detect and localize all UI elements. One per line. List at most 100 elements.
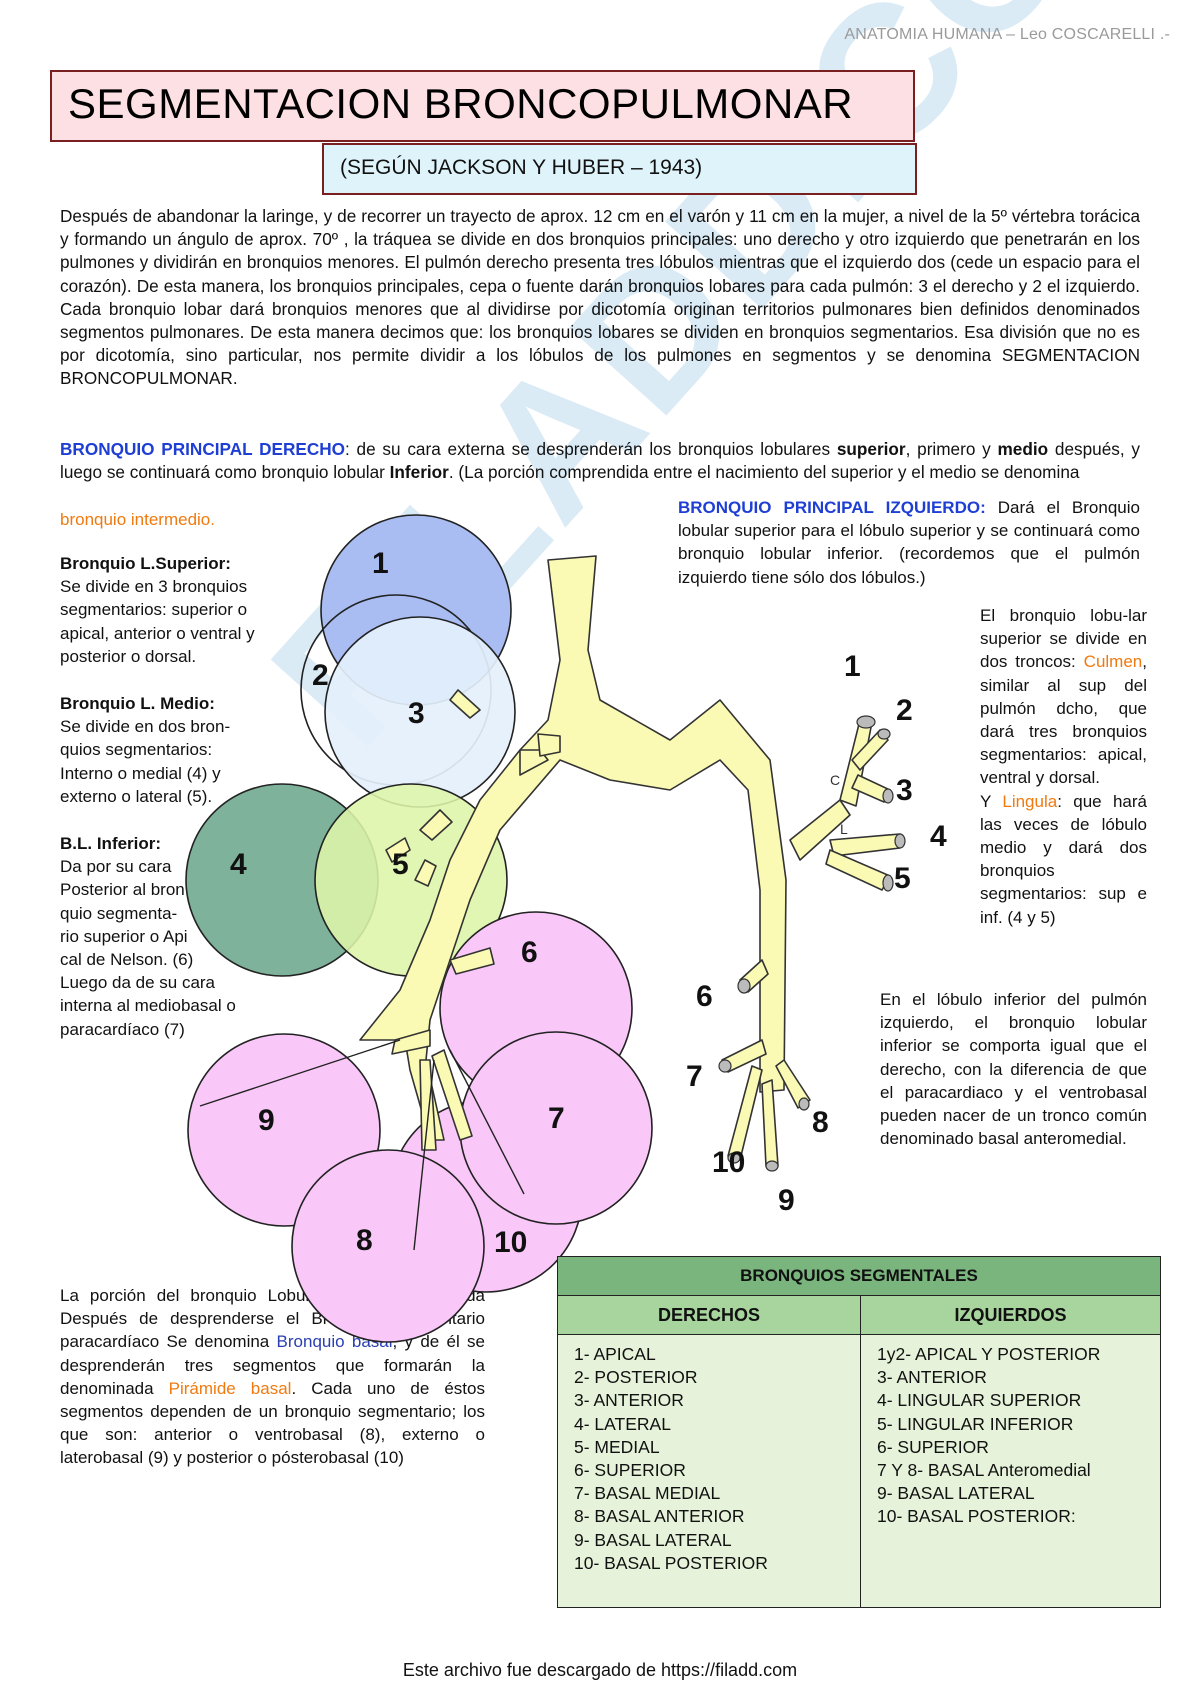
trachea-and-main-bronchi: [359, 555, 787, 1141]
leader-line: [199, 1039, 401, 1107]
leader-lines: [199, 1039, 525, 1251]
culmen-lingula-note: El bronquio lobu-lar superior se divide …: [980, 604, 1147, 929]
segment-bronchus-3: [449, 689, 481, 719]
segment-bronchus-6: [449, 947, 495, 975]
text-fragment: , primero y: [905, 439, 998, 459]
segment-label: 6: [521, 936, 538, 969]
list-item: 3- ANTERIOR: [877, 1367, 987, 1388]
segment-label: 5: [894, 862, 911, 895]
list-item: 7- BASAL MEDIAL: [574, 1483, 721, 1504]
bold-inferior: Inferior: [389, 462, 449, 483]
leader-line: [449, 1049, 525, 1195]
segment-bronchus-4: [385, 837, 411, 863]
bronchus-tips: [718, 715, 906, 1172]
left-segment-bronchus-9: [761, 1079, 779, 1167]
segment-label: 1: [372, 547, 389, 580]
list-item: 6- SUPERIOR: [574, 1460, 686, 1481]
column-header-left: IZQUIERDOS: [860, 1295, 1161, 1335]
page-footer[interactable]: Este archivo fue descargado de https://f…: [402, 1660, 798, 1680]
note-line: Posterior al bron: [60, 880, 185, 900]
list-item: 4- LINGULAR SUPERIOR: [877, 1390, 1082, 1411]
right-main-bronchus-paragraph: BRONQUIO PRINCIPAL DERECHO: de su cara e…: [60, 438, 1140, 484]
list-item: 8- BASAL ANTERIOR: [574, 1506, 745, 1527]
text-fragment: : que hará las veces de lóbulo medio y d…: [980, 791, 1147, 927]
culmen-term: Culmen: [1083, 652, 1143, 672]
left-segment-bronchus-5: [825, 849, 891, 891]
leader-line: [413, 1059, 435, 1251]
note-heading: Bronquio L. Medio:: [60, 694, 215, 713]
note-line: interna al mediobasal o: [60, 996, 236, 1016]
list-item: 9- BASAL LATERAL: [877, 1483, 1035, 1504]
bronchial-tree: [359, 555, 901, 1167]
intro-paragraph: Después de abandonar la laringe, y de re…: [60, 206, 1140, 389]
segment-label: 2: [896, 694, 913, 727]
text-fragment: : de su cara externa se desprenderán los…: [345, 439, 837, 459]
list-item: 2- POSTERIOR: [574, 1367, 698, 1388]
text-fragment: después, y luego se continuará como bron…: [60, 439, 1140, 483]
tip: [877, 728, 891, 740]
tip: [882, 874, 894, 892]
right-main-heading: BRONQUIO PRINCIPAL DERECHO: [60, 439, 346, 459]
page-subtitle: (SEGÚN JACKSON Y HUBER – 1943): [322, 143, 917, 195]
text-fragment: . (La porción comprendida entre el nacim…: [448, 462, 1080, 483]
left-main-bronchus-paragraph: BRONQUIO PRINCIPAL IZQUIERDO: Dará el Br…: [678, 496, 1140, 589]
segmental-bronchi-table: BRONQUIOS SEGMENTALES DERECHOS IZQUIERDO…: [557, 1256, 1161, 1608]
left-segment-bronchus-2: [851, 729, 889, 771]
list-item: 9- BASAL LATERAL: [574, 1529, 732, 1550]
left-segment-bronchus-7: [721, 1039, 767, 1073]
note-line: Da por su cara: [60, 857, 172, 877]
segment-label: 7: [686, 1060, 703, 1093]
segment-bronchus-5: [414, 859, 437, 887]
segment-label: 9: [258, 1104, 275, 1137]
segment-label: 5: [392, 848, 409, 881]
left-inferior-lobe-note: En el lóbulo inferior del pulmón izquier…: [880, 990, 1147, 1149]
list-item: 7 Y 8- BASAL Anteromedial: [877, 1460, 1091, 1481]
list-item: 5- MEDIAL: [574, 1436, 660, 1457]
segment-label: 8: [812, 1106, 829, 1139]
segment-circle-8: [291, 1149, 485, 1343]
tip: [798, 1097, 810, 1111]
text-fragment: El bronquio lobu-lar superior se divide …: [980, 606, 1147, 672]
inferior-lobe-note: B.L. Inferior: Da por su cara Posterior …: [60, 832, 275, 1041]
note-heading: Bronquio L.Superior:: [60, 554, 231, 573]
segment-label: 9: [778, 1184, 795, 1217]
page-title: SEGMENTACION BRONCOPULMONAR: [50, 70, 915, 142]
middle-lobe-note: Bronquio L. Medio: Se divide en dos bron…: [60, 692, 300, 808]
segment-label: 4: [930, 820, 947, 853]
text-fragment: Y: [980, 791, 1003, 811]
tip: [894, 833, 906, 849]
tip: [727, 1152, 741, 1164]
tip: [718, 1059, 732, 1073]
list-item: 3- ANTERIOR: [574, 1390, 684, 1411]
list-item: 10- BASAL POSTERIOR: [574, 1552, 768, 1573]
note-line: Luego da de su cara: [60, 973, 216, 993]
basal-bronchus-note: La porción del bronquio Lobular inferior…: [60, 1284, 485, 1470]
note-line: segmentarios: superior o: [60, 600, 248, 620]
segment-label: 10: [712, 1146, 745, 1179]
note-line: quio segmenta-: [60, 903, 178, 923]
list-item: 10- BASAL POSTERIOR:: [877, 1506, 1076, 1527]
note-line: rio superior o Api: [60, 926, 188, 946]
note-line: quios segmentarios:: [60, 740, 213, 760]
list-item: 1- APICAL: [574, 1344, 656, 1364]
right-bronchi-list: 1- APICAL 2- POSTERIOR 3- ANTERIOR 4- LA…: [557, 1334, 861, 1608]
middle-lobe-bronchus: [419, 809, 453, 841]
note-line: externo o lateral (5).: [60, 786, 213, 806]
segment-label: 2: [312, 659, 329, 692]
bold-medio: medio: [997, 439, 1049, 459]
left-segment-bronchus-3: [851, 774, 891, 803]
text-fragment: , similar al sup del pulmón dcho, que da…: [980, 652, 1147, 788]
tip: [882, 788, 894, 804]
culmen-letter: C: [830, 772, 840, 788]
tip: [765, 1160, 779, 1172]
page-header: ANATOMIA HUMANA – Leo COSCARELLI .-: [844, 26, 1170, 43]
left-segment-bronchus-4: [829, 833, 901, 857]
list-item: 1y2- APICAL Y POSTERIOR: [877, 1344, 1101, 1364]
text-fragment: . Cada uno de éstos segmentos dependen d…: [60, 1378, 485, 1468]
left-segment-bronchus-8: [775, 1059, 811, 1109]
note-line: Se divide en dos bron-: [60, 717, 231, 737]
piramide-basal-term: Pirámide basal: [168, 1378, 292, 1398]
note-line: Se divide en 3 bronquios: [60, 577, 248, 597]
segment-label: 3: [408, 697, 425, 730]
